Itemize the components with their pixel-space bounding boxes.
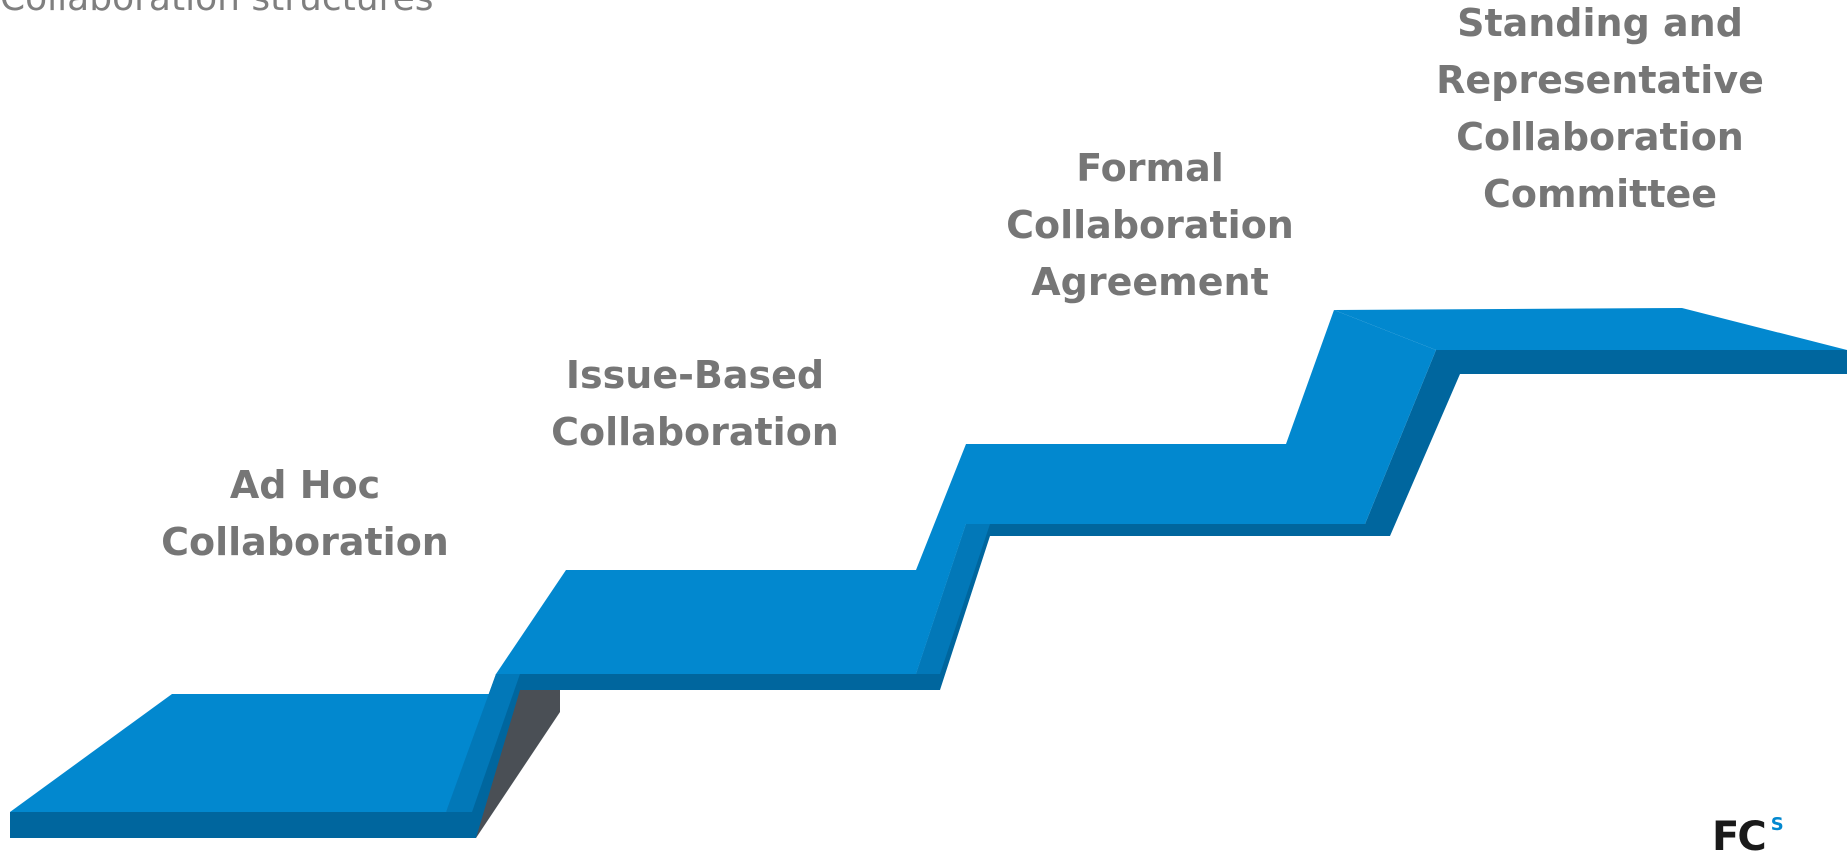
slide-title: Collaboration structures	[0, 0, 434, 19]
step-1-top	[10, 694, 496, 812]
step-3-riser	[1286, 310, 1436, 524]
staircase-riser-edges	[10, 350, 1847, 838]
logo-suffix: S	[1770, 814, 1784, 835]
step-4-top	[1334, 308, 1847, 350]
step-3-top	[916, 444, 1286, 674]
step-2-riser	[916, 524, 990, 674]
step-2-top	[496, 570, 916, 674]
step-1-riser	[446, 674, 520, 812]
logo-text: FC	[1712, 814, 1767, 860]
staircase-diagram	[10, 308, 1847, 838]
